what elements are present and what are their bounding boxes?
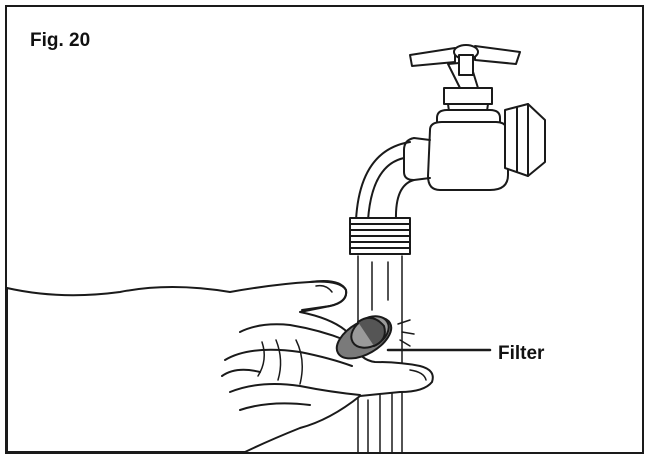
faucet-body bbox=[403, 103, 546, 191]
filter bbox=[335, 315, 393, 360]
figure-title: Fig. 20 bbox=[30, 30, 91, 51]
hand bbox=[6, 280, 434, 453]
faucet-spout bbox=[349, 141, 415, 255]
faucet-handle bbox=[409, 44, 521, 93]
faucet-stem bbox=[436, 87, 501, 127]
filter-callout-label: Filter bbox=[498, 343, 545, 364]
